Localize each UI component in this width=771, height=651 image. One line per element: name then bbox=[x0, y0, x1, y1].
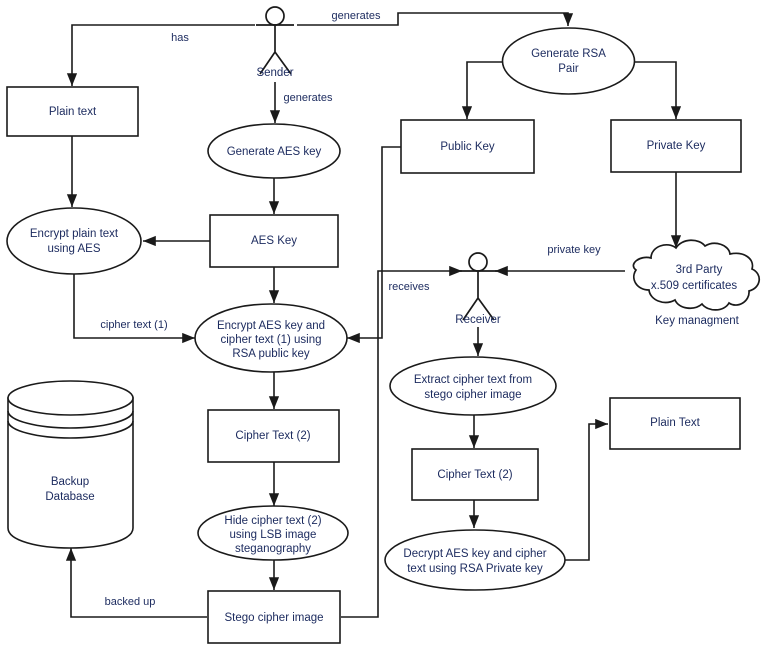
encrypt-plain-text-aes-ellipse bbox=[6, 207, 142, 275]
stego-cipher-image-label: Stego cipher image bbox=[224, 612, 323, 624]
backup-database-top bbox=[7, 380, 134, 416]
generate-rsa-pair-label-line2: Pair bbox=[558, 63, 579, 75]
node-extract-cipher-text: Extract cipher text from stego cipher im… bbox=[389, 356, 557, 416]
third-party-cloud-shape bbox=[632, 239, 760, 311]
extract-cipher-text-ellipse bbox=[389, 356, 557, 416]
node-generate-aes-key: Generate AES key bbox=[207, 123, 341, 179]
node-generate-rsa-pair: Generate RSA Pair bbox=[501, 27, 636, 95]
key-management-caption: Key managment bbox=[655, 315, 740, 327]
node-aes-key: AES Key bbox=[209, 214, 339, 268]
backup-database-body bbox=[7, 397, 134, 549]
hide-cipher-text-lsb-ellipse bbox=[197, 505, 349, 561]
sender-head-icon bbox=[265, 6, 285, 26]
node-stego-cipher-image: Stego cipher image bbox=[207, 590, 341, 644]
stego-cipher-image-rect bbox=[207, 590, 341, 644]
sender-label: Sender bbox=[256, 67, 293, 79]
plain-text-result-rect bbox=[609, 397, 741, 450]
node-plain-text-result: Plain Text bbox=[609, 397, 741, 450]
edge-label-private-key: private key bbox=[547, 244, 601, 256]
extract-cipher-text-label-line2: stego cipher image bbox=[424, 389, 521, 401]
backup-database-ring-1 bbox=[7, 410, 134, 429]
node-encrypt-aes-key-rsa: Encrypt AES key and cipher text (1) usin… bbox=[194, 303, 348, 373]
private-key-label: Private Key bbox=[647, 140, 706, 152]
third-party-cloud-label-line1: 3rd Party bbox=[676, 264, 723, 276]
plain-text-source-rect bbox=[6, 86, 139, 137]
sender-body-icon bbox=[256, 24, 294, 75]
node-encrypt-plain-text-aes: Encrypt plain text using AES bbox=[6, 207, 142, 275]
edge-rsa-to-privatekey bbox=[634, 61, 682, 119]
edge-stego-backedup-database bbox=[65, 548, 207, 618]
edge-sender-generates-rsa bbox=[297, 12, 574, 26]
receiver-body-icon bbox=[460, 270, 497, 321]
aes-key-label: AES Key bbox=[251, 235, 297, 247]
public-key-label: Public Key bbox=[440, 141, 495, 153]
backup-database-label-line2: Database bbox=[45, 491, 94, 503]
encrypt-aes-key-rsa-label-line2: cipher text (1) using bbox=[221, 334, 322, 346]
edge-decrypt-to-plaintext bbox=[565, 418, 608, 561]
aes-key-rect bbox=[209, 214, 339, 268]
extract-cipher-text-label-line1: Extract cipher text from bbox=[414, 374, 532, 386]
private-key-rect bbox=[610, 119, 742, 173]
generate-aes-key-label: Generate AES key bbox=[227, 146, 322, 158]
backup-database-label-line1: Backup bbox=[51, 476, 89, 488]
generate-rsa-pair-ellipse bbox=[501, 27, 636, 95]
public-key-rect bbox=[400, 119, 535, 174]
node-third-party-cloud: 3rd Party x.509 certificates Key managme… bbox=[632, 239, 760, 327]
backup-database-ring-2 bbox=[7, 420, 134, 439]
edge-publickey-to-encrypt-rsa bbox=[347, 146, 401, 344]
decrypt-aes-rsa-ellipse bbox=[384, 529, 566, 591]
cipher-text-2-receiver-label: Cipher Text (2) bbox=[437, 469, 512, 481]
hide-cipher-text-lsb-label-line3: steganography bbox=[235, 543, 311, 555]
node-decrypt-aes-rsa: Decrypt AES key and cipher text using RS… bbox=[384, 529, 566, 591]
edge-stego-to-receiver-receives bbox=[341, 265, 462, 618]
hide-cipher-text-lsb-label-line1: Hide cipher text (2) bbox=[224, 515, 321, 527]
node-public-key: Public Key bbox=[400, 119, 535, 174]
edge-label-receives: receives bbox=[389, 281, 430, 293]
decrypt-aes-rsa-label-line2: text using RSA Private key bbox=[407, 563, 543, 575]
encrypt-aes-key-rsa-label-line3: RSA public key bbox=[232, 348, 310, 360]
generate-rsa-pair-label-line1: Generate RSA bbox=[531, 48, 606, 60]
cipher-text-2-sender-label: Cipher Text (2) bbox=[235, 430, 310, 442]
edge-label-generates-rsa: generates bbox=[332, 10, 381, 22]
edge-rsa-to-publickey bbox=[461, 61, 503, 119]
edge-label-has: has bbox=[171, 32, 189, 44]
actor-sender: Sender bbox=[256, 6, 294, 79]
encrypt-aes-key-rsa-label-line1: Encrypt AES key and bbox=[217, 320, 325, 332]
node-backup-database: Backup Database bbox=[7, 380, 134, 549]
receiver-head-icon bbox=[468, 252, 488, 272]
node-hide-cipher-text-lsb: Hide cipher text (2) using LSB image ste… bbox=[197, 505, 349, 561]
third-party-cloud-label-line2: x.509 certificates bbox=[651, 280, 738, 292]
decrypt-aes-rsa-label-line1: Decrypt AES key and cipher bbox=[403, 548, 546, 560]
node-cipher-text-2-receiver: Cipher Text (2) bbox=[411, 448, 539, 501]
edge-label-cipher-text-1: cipher text (1) bbox=[100, 319, 167, 331]
edge-sender-has-plaintext bbox=[66, 24, 255, 86]
generate-aes-key-ellipse bbox=[207, 123, 341, 179]
receiver-label: Receiver bbox=[455, 314, 501, 326]
node-plain-text-source: Plain text bbox=[6, 86, 139, 137]
hide-cipher-text-lsb-label-line2: using LSB image bbox=[230, 529, 317, 541]
cipher-text-2-receiver-rect bbox=[411, 448, 539, 501]
encrypt-aes-key-rsa-ellipse bbox=[194, 303, 348, 373]
plain-text-source-label: Plain text bbox=[49, 106, 97, 118]
actor-receiver: Receiver bbox=[455, 252, 501, 326]
encrypt-plain-text-aes-label-line2: using AES bbox=[47, 243, 100, 255]
edge-label-generates-aes: generates bbox=[284, 92, 333, 104]
edge-ciphertext1-to-encryptrsa bbox=[73, 273, 195, 344]
node-cipher-text-2-sender: Cipher Text (2) bbox=[207, 409, 340, 463]
edge-label-backed-up: backed up bbox=[105, 596, 156, 608]
cipher-text-2-sender-rect bbox=[207, 409, 340, 463]
plain-text-result-label: Plain Text bbox=[650, 417, 700, 429]
node-private-key: Private Key bbox=[610, 119, 742, 173]
encrypt-plain-text-aes-label-line1: Encrypt plain text bbox=[30, 228, 119, 240]
